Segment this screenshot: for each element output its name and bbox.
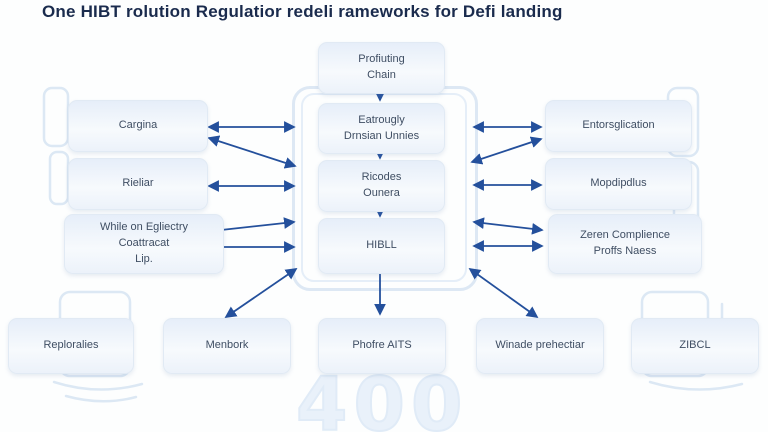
node-mopdipdlus: Mopdipdlus — [545, 158, 692, 210]
node-label: Mopdipdlus — [590, 177, 647, 190]
arrow-center-winade-diag — [468, 267, 539, 319]
node-label: Ricodes Ounera — [361, 171, 402, 199]
decor-left-bottom-arc1 — [52, 380, 144, 391]
node-zibcl: ZIBCL — [631, 318, 759, 374]
node-winade-prehectiar: Winade prehectiar — [476, 318, 604, 374]
arrow-menbork-center-diag — [224, 268, 298, 318]
node-label: Reploralies — [43, 339, 99, 352]
node-hibll: HIBLL — [318, 218, 445, 274]
arrow-center-entorsglication-diag — [470, 136, 543, 165]
node-eatrougly-drnsian-unnies: Eatrougly Drnsian Unnies — [318, 103, 445, 154]
node-label: Phofre AITS — [352, 339, 412, 352]
decor-left-top-outline — [42, 86, 70, 148]
node-while-on-egliectry: While on Egliectry Coattracat Lip. — [64, 214, 224, 274]
node-profiuting-chain: Profiuting Chain — [318, 42, 445, 94]
node-cargina: Cargina — [68, 100, 208, 152]
node-label: Zeren Complience Proffs Naess — [580, 229, 670, 257]
node-reploralies: Reploralies — [8, 318, 134, 374]
decor-left-bottom-arc2 — [64, 394, 138, 403]
node-label: Menbork — [205, 339, 249, 352]
node-menbork: Menbork — [163, 318, 291, 374]
arrow-cargina-center-diag — [207, 135, 297, 169]
arrow-egliectry-center-diag — [210, 217, 296, 236]
node-label: Cargina — [118, 119, 158, 132]
arrow-center-zeren-diag — [472, 217, 544, 235]
node-label: HIBLL — [366, 239, 397, 252]
node-ricodes-ounera: Ricodes Ounera — [318, 160, 445, 212]
node-label: Eatrougly Drnsian Unnies — [343, 113, 420, 142]
decor-left-mid-outline — [48, 150, 70, 206]
node-rieliar: Rieliar — [68, 158, 208, 210]
node-entorsglication: Entorsglication — [545, 100, 692, 152]
node-label: Entorsglication — [582, 119, 655, 132]
node-label: ZIBCL — [679, 339, 711, 352]
decor-right-bottom-arc — [648, 380, 744, 391]
node-label: Rieliar — [122, 177, 154, 190]
diagram-title: One HIBT rolution Regulatior redeli rame… — [42, 2, 563, 21]
node-zeren-complience: Zeren Complience Proffs Naess — [548, 214, 702, 274]
node-label: While on Egliectry Coattracat Lip. — [99, 221, 189, 265]
node-label: Winade prehectiar — [495, 339, 585, 352]
node-label: Profiuting Chain — [358, 53, 405, 81]
node-phofre-aits: Phofre AITS — [318, 318, 446, 374]
